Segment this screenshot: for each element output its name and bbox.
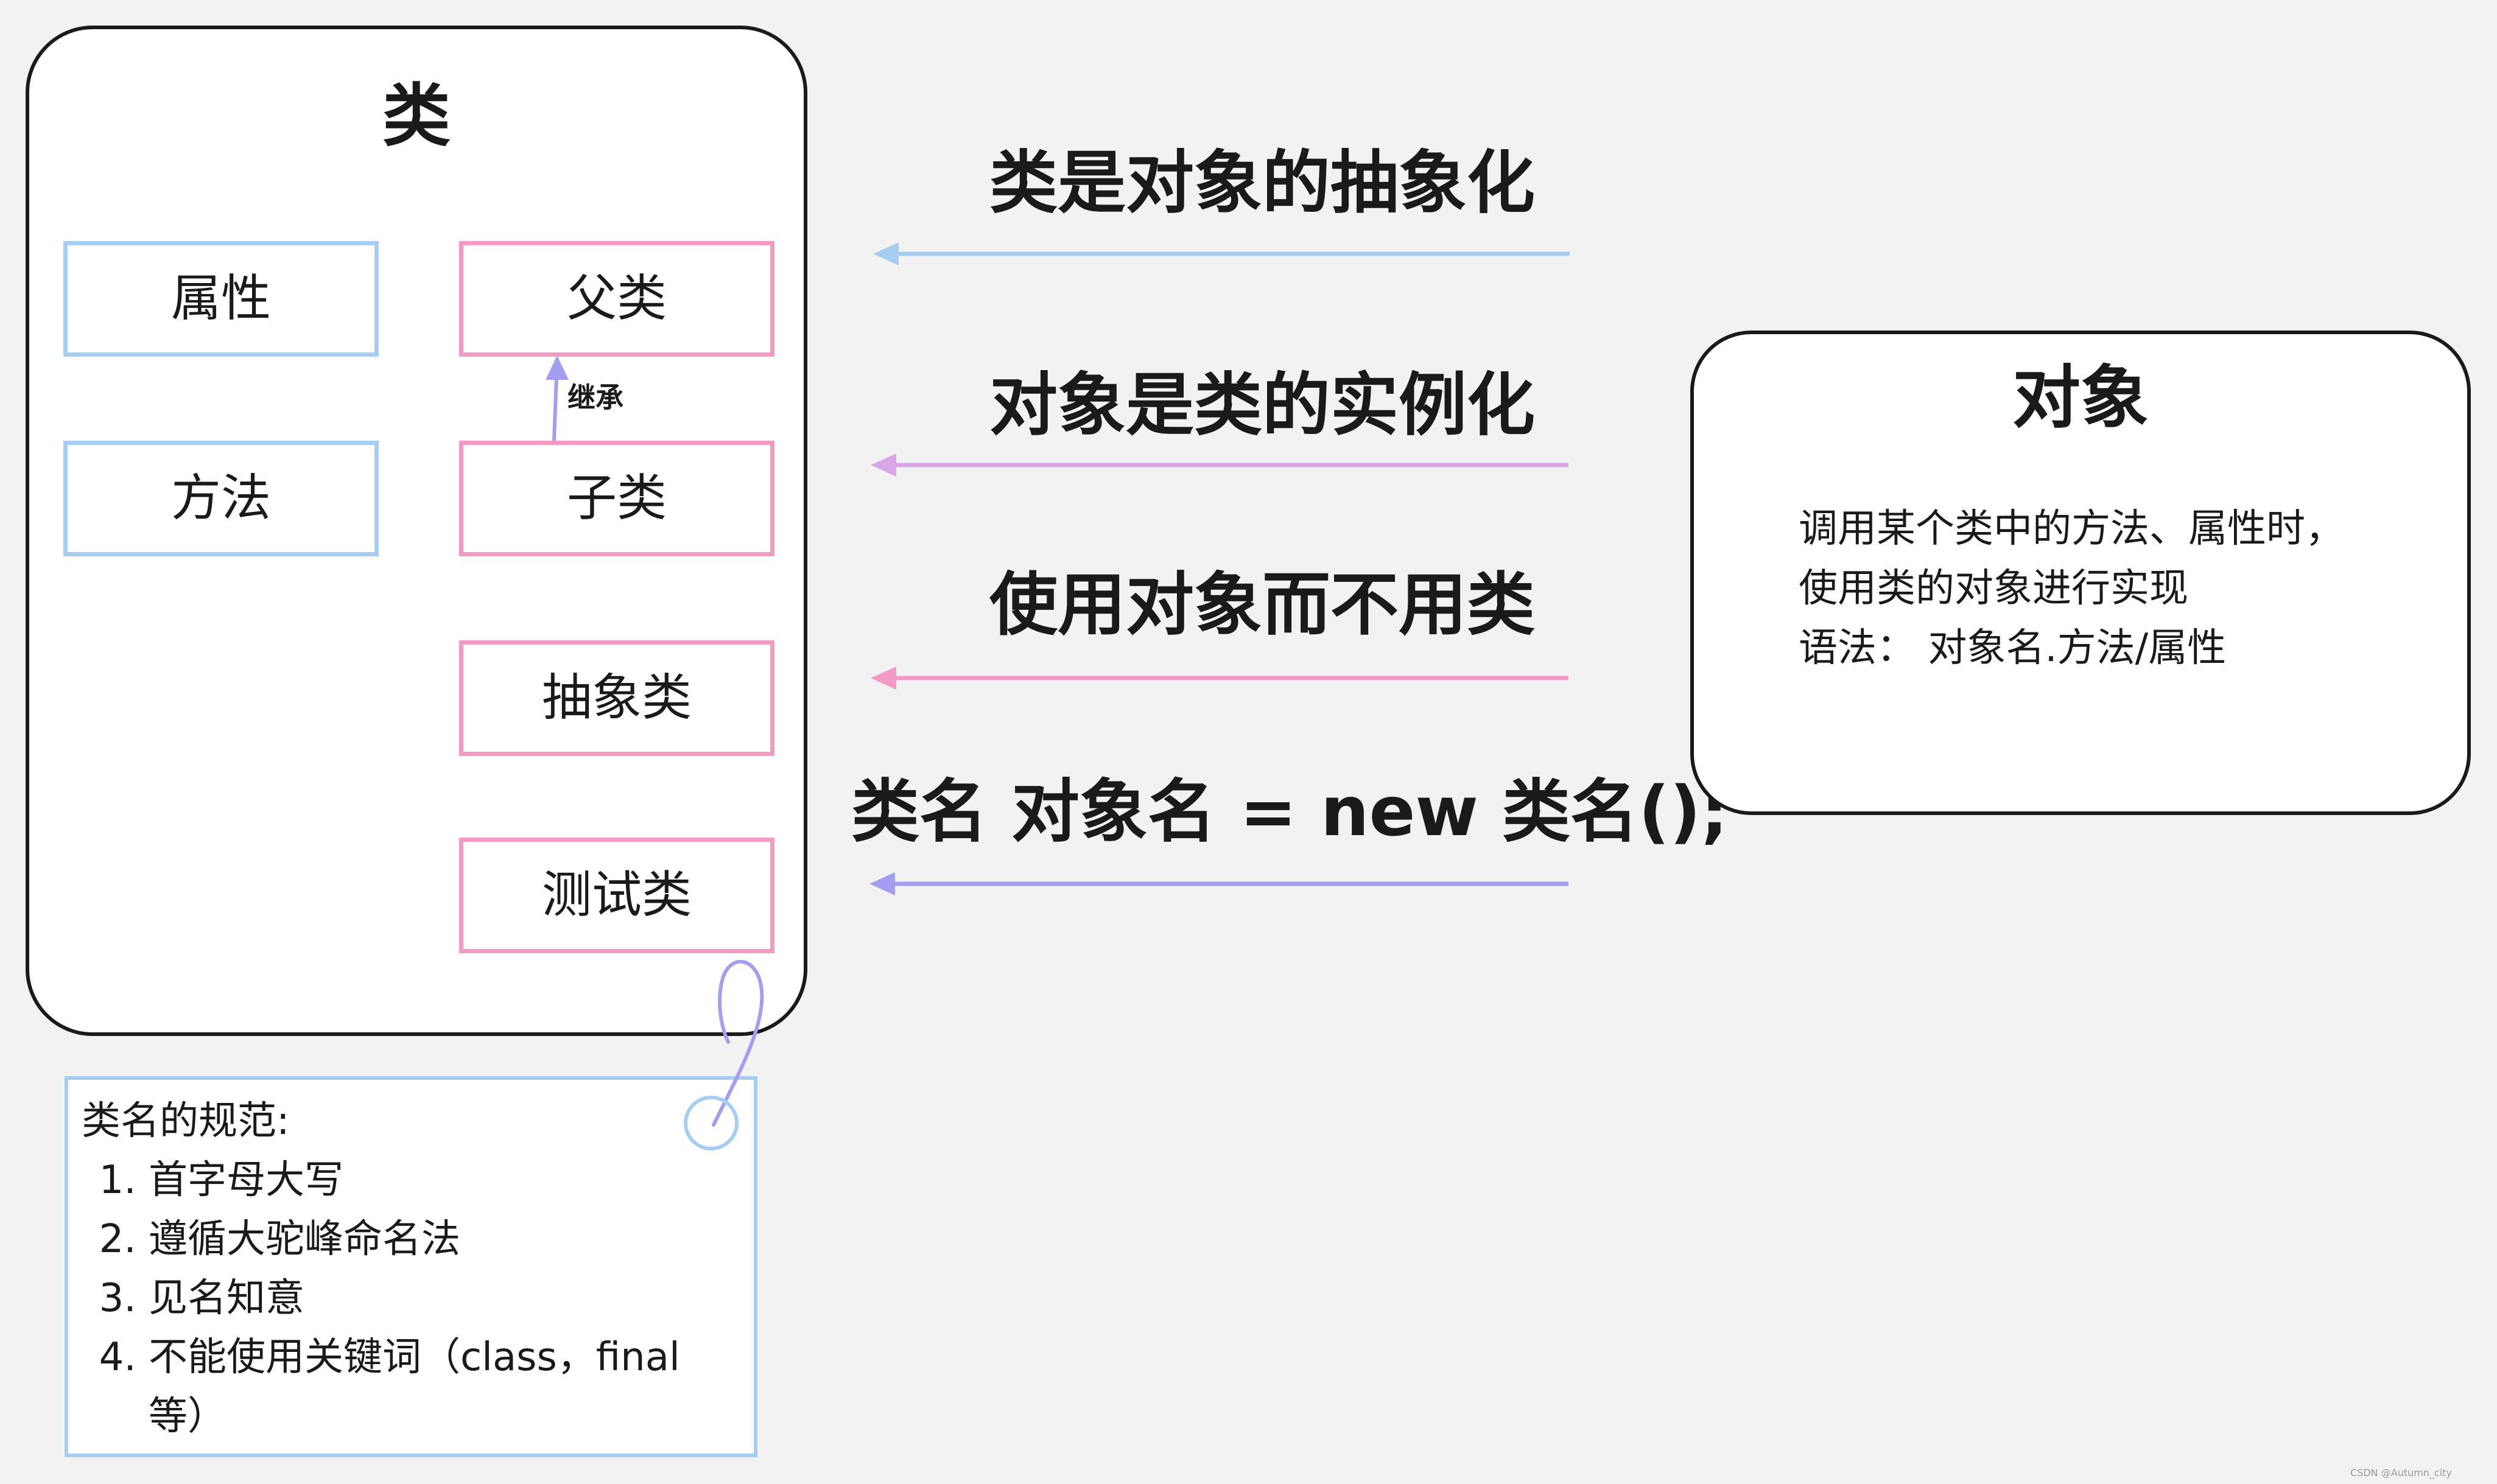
child-class-box: 子类: [459, 441, 774, 556]
arrow-label-use-object: 使用对象而不用类: [989, 565, 1535, 645]
object-description-line: 调用某个类中的方法、属性时，: [1799, 506, 2344, 551]
test-class-box: 测试类: [459, 838, 774, 953]
attribute-box: 属性: [63, 241, 379, 357]
abstract-class-box: 抽象类: [459, 640, 774, 756]
arrow-label-instantiation: 对象是类的实例化: [989, 366, 1535, 445]
class-panel-title: 类: [382, 77, 451, 156]
arrow-label-syntax: 类名 对象名 = new 类名();: [851, 772, 1729, 852]
naming-note-heading: 类名的规范:: [82, 1099, 290, 1144]
naming-note-list: 首字母大写 遵循大驼峰命名法 见名知意 不能使用关键词（class，final等…: [82, 1151, 754, 1446]
object-description: 调用某个类中的方法、属性时， 使用类的对象进行实现 语法： 对象名.方法/属性: [1799, 499, 2344, 678]
naming-note: 类名的规范: 首字母大写 遵循大驼峰命名法 见名知意 不能使用关键词（class…: [65, 1076, 757, 1457]
method-box: 方法: [63, 441, 379, 556]
object-description-line: 语法： 对象名.方法/属性: [1799, 626, 2227, 671]
arrow-abstraction: [873, 242, 1570, 265]
object-description-line: 使用类的对象进行实现: [1799, 566, 2188, 611]
list-item: 见名知意: [149, 1269, 754, 1328]
object-panel-title: 对象: [2012, 359, 2149, 438]
arrow-instantiation: [871, 453, 1568, 477]
arrow-use-object: [871, 667, 1568, 690]
arrow-label-abstraction: 类是对象的抽象化: [989, 144, 1535, 223]
inherit-label: 继承: [567, 381, 623, 414]
list-item: 首字母大写: [149, 1151, 754, 1210]
inherit-arrow: [546, 355, 569, 441]
object-panel: [1690, 331, 2471, 815]
parent-class-box: 父类: [459, 241, 774, 357]
list-item: 不能使用关键词（class，final等）: [149, 1328, 754, 1446]
arrow-syntax: [869, 872, 1568, 895]
watermark: CSDN @Autumn_city: [2350, 1467, 2452, 1479]
note-connector: [684, 959, 764, 1150]
list-item: 遵循大驼峰命名法: [149, 1210, 754, 1269]
